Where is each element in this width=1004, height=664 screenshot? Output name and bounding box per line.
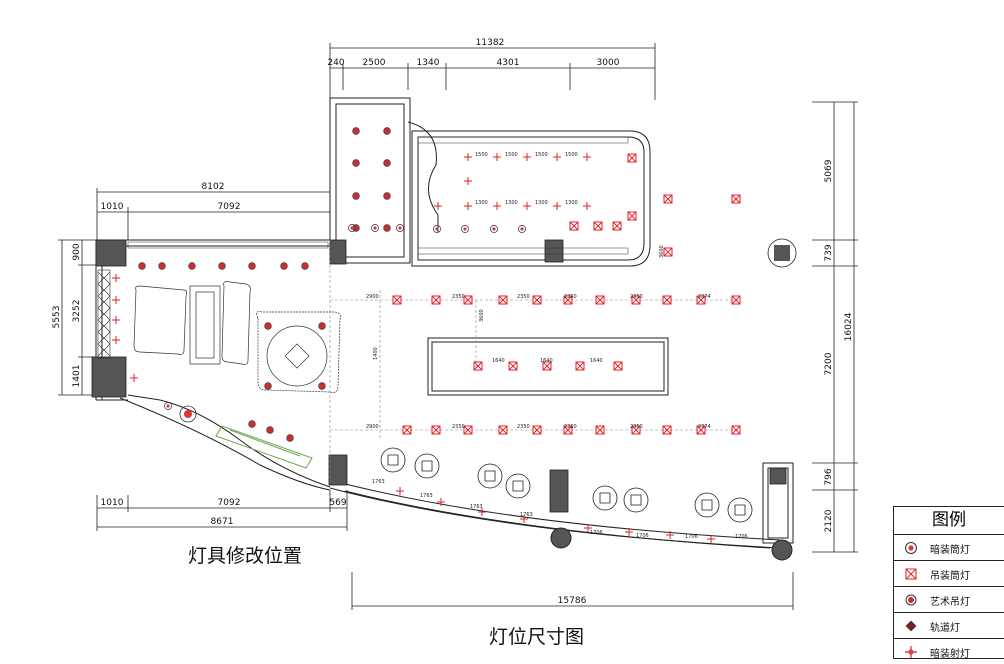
dim-left-seg-1: 900 [72,243,82,260]
bottom-dimension [351,572,794,610]
spacing-mid-2: 1400 [373,347,379,360]
modified-track [215,425,313,469]
spacing-curve-6: 1706 [636,533,649,539]
right-dimension [812,101,858,553]
legend-title: 图例 [894,507,1004,535]
recessed-downlight-icon [905,542,917,554]
spacing-room-b-1: 1300 [475,200,488,206]
dim-right-seg-3: 7200 [824,352,834,375]
legend-item-recessed-downlight: 暗装筒灯 [894,535,1004,561]
legend-item-recessed-spotlight: 暗装射灯 [894,639,1004,664]
top-shelving [127,136,629,255]
upper-left-dimension [96,188,331,240]
left-shelving [97,269,111,359]
spacing-top-5: 2350 [630,294,643,300]
legend-item-pendant-downlight: 吊装筒灯 [894,561,1004,587]
spacing-top-6: 2374 [698,294,711,300]
light-guide-lines [329,240,740,485]
legend-item-art-chandelier: 艺术吊灯 [894,587,1004,613]
dim-top-seg-3: 1340 [417,58,440,68]
spacing-bottom-1: 2900 [366,424,379,430]
spacing-bottom-3: 2350 [517,424,530,430]
art-chandeliers [138,127,391,442]
spacing-top-1: 2900 [366,294,379,300]
round-column-right [767,238,797,268]
dim-upper-seg-2: 7092 [218,202,241,212]
spacing-curve-1: 1763 [372,479,385,485]
spacing-room-b-4: 1300 [565,200,578,206]
spacing-curve-7: 1706 [685,534,698,540]
dim-top-seg-1: 240 [327,58,344,68]
dim-left-seg-3: 1401 [72,365,82,388]
spacing-curve-2: 1763 [420,493,433,499]
art-chandelier-icon [905,594,917,606]
dim-left-total: 5553 [52,306,62,329]
bottom-round-columns [550,527,793,561]
dim-upper-total: 8102 [202,182,225,192]
dim-lower-seg-2: 7092 [218,498,241,508]
lower-left-dimension [96,490,348,531]
dim-right-total: 16024 [844,312,854,341]
top-dimension [329,43,656,100]
spacing-room-b-3: 1300 [535,200,548,206]
pendant-downlight-icon [905,568,917,580]
floor-plan-walls [95,97,794,549]
spacing-bottom-6: 2374 [698,424,711,430]
recessed-spotlights [112,153,715,543]
legend-label: 艺术吊灯 [930,597,970,608]
spacing-mid-1: 3600 [479,309,485,322]
spacing-bottom-5: 2350 [630,424,643,430]
dim-top-total: 11382 [476,38,505,48]
left-furniture [133,281,341,393]
dim-top-seg-5: 3000 [597,58,620,68]
dim-right-seg-1: 5069 [824,159,834,182]
legend-item-track-light: 轨道灯 [894,613,1004,639]
spacing-island-1: 1640 [492,358,505,364]
spacing-room-a-4: 1500 [565,152,578,158]
spacing-top-3: 2350 [517,294,530,300]
lounge-chairs [380,447,753,523]
spacing-room-a-1: 1500 [475,152,488,158]
recessed-downlights [163,223,527,423]
legend: 图例 暗装筒灯 吊装筒灯 艺术吊灯 轨道灯 暗装射灯 [893,506,1004,660]
track-light-icon [905,620,917,632]
dim-lower-seg-1: 1010 [101,498,124,508]
recessed-spotlight-icon [905,646,917,658]
legend-label: 暗装射灯 [930,649,970,660]
dim-top-seg-4: 4301 [497,58,520,68]
dim-right-seg-2: 739 [824,244,834,261]
spacing-room-a-3: 1500 [535,152,548,158]
structural-columns [91,239,787,513]
spacing-island-2: 1640 [540,358,553,364]
spacing-curve-8: 1706 [735,534,748,540]
legend-label: 吊装筒灯 [930,571,970,582]
plan-title: 灯位尺寸图 [489,626,585,648]
spacing-room-a-2: 1500 [505,152,518,158]
spacing-curve-4: 1763 [520,512,533,518]
spacing-labels: 2900 2350 2350 2350 2350 2374 2900 2350 … [366,152,748,540]
dim-right-seg-4: 796 [824,468,834,485]
dim-top-seg-2: 2500 [363,58,386,68]
modified-position-note: 灯具修改位置 [188,545,303,567]
legend-label: 暗装筒灯 [930,545,970,556]
dim-lower-total: 8671 [211,517,234,527]
spacing-curve-3: 1763 [470,504,483,510]
spacing-island-3: 1640 [590,358,603,364]
dim-right-seg-5: 2120 [824,509,834,532]
spacing-top-2: 2350 [452,294,465,300]
left-dimension [58,239,96,396]
spacing-mid-3: 3600 [659,245,665,258]
spacing-bottom-2: 2350 [452,424,465,430]
spacing-bottom-4: 2350 [564,424,577,430]
dim-lower-seg-3: 569 [329,498,346,508]
legend-label: 轨道灯 [930,623,960,634]
spacing-curve-5: 1706 [590,530,603,536]
dim-bottom-total: 15786 [558,596,587,606]
dim-left-seg-2: 3252 [72,300,82,323]
spacing-top-4: 2350 [564,294,577,300]
spacing-room-b-2: 1300 [505,200,518,206]
dim-upper-seg-1: 1010 [101,202,124,212]
